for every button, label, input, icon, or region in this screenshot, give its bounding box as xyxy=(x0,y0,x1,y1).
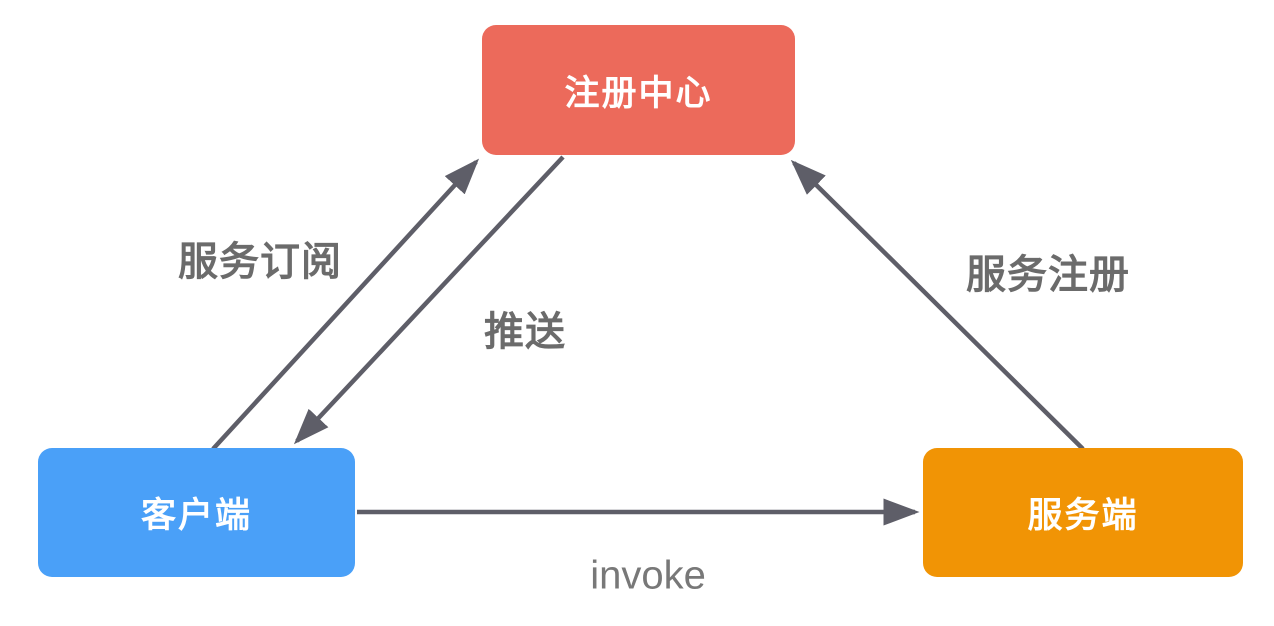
node-client: 客户端 xyxy=(38,448,355,577)
edge-service-register-arrow xyxy=(790,159,1085,451)
edge-push-arrow xyxy=(293,155,565,445)
edge-label-invoke: invoke xyxy=(590,553,706,598)
node-server-label: 服务端 xyxy=(1027,496,1139,535)
edge-service-subscribe-arrow xyxy=(211,158,480,451)
node-server: 服务端 xyxy=(923,448,1243,577)
node-registry-center-label: 注册中心 xyxy=(564,73,713,113)
node-registry-center: 注册中心 xyxy=(482,25,795,155)
node-client-label: 客户端 xyxy=(140,496,252,535)
edge-label-service-register: 服务注册 xyxy=(966,253,1130,297)
edge-label-service-subscribe: 服务订阅 xyxy=(178,240,342,284)
edge-label-push: 推送 xyxy=(484,310,566,354)
